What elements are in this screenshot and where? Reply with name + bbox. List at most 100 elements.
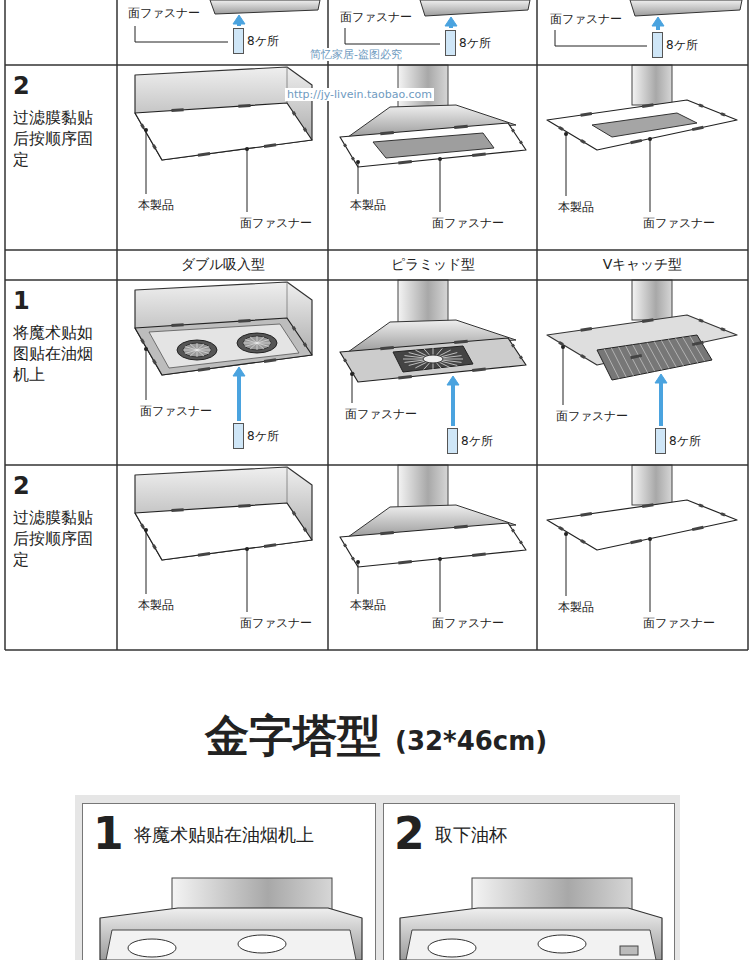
hood-stub <box>420 0 530 16</box>
velcro-tab <box>512 344 513 346</box>
part-label: 面ファスナー <box>556 409 628 423</box>
blue-arrow-head <box>447 376 459 385</box>
table-rule <box>5 649 748 651</box>
filter-film <box>135 103 312 160</box>
fan-blade <box>245 343 257 347</box>
velcro-tab <box>153 145 155 149</box>
hood-chimney <box>632 280 672 320</box>
velcro-strip <box>447 428 458 454</box>
part-label: 本製品 <box>558 600 594 614</box>
hood-edge <box>287 467 288 503</box>
table-rule <box>747 0 749 650</box>
step-instruction: 取下油杯 <box>435 824 507 846</box>
velcro-tab <box>699 320 703 322</box>
grille-line <box>654 341 669 368</box>
hood-plate <box>149 324 299 368</box>
fan-blade <box>190 344 197 350</box>
watermark: http://jy-livein.taobao.com <box>285 88 434 101</box>
velcro-tab <box>559 527 563 529</box>
hood-chimney <box>632 465 672 505</box>
leader-dot <box>564 532 568 536</box>
blue-arrow <box>237 375 241 421</box>
velcro-tab <box>264 545 276 547</box>
velcro-count-tag: 8ケ所 <box>655 428 701 454</box>
velcro-count-tag: 8ケ所 <box>447 428 493 454</box>
velcro-tab <box>692 127 703 129</box>
grille-line <box>618 347 633 376</box>
hood-underside <box>406 930 656 960</box>
count-text: 8ケ所 <box>459 36 491 50</box>
velcro-count-tag: 8ケ所 <box>233 423 279 449</box>
count-text: 8ケ所 <box>669 434 701 448</box>
leader-line <box>135 26 228 42</box>
hood-body <box>100 908 362 960</box>
velcro-tab <box>520 141 521 143</box>
velcro-tab <box>581 329 592 331</box>
part-label: 本製品 <box>350 198 386 212</box>
table-rule <box>5 279 748 281</box>
velcro-tab <box>512 129 513 131</box>
velcro-tab <box>380 133 393 134</box>
velcro-tab <box>581 140 585 142</box>
hood-chimney <box>398 280 448 325</box>
leader-dot <box>245 147 249 151</box>
leader-dot <box>144 347 148 351</box>
leader-line <box>146 130 147 194</box>
velcro-tab <box>581 114 592 116</box>
grille-line <box>626 346 641 375</box>
hood-plate <box>373 133 494 158</box>
blue-arrow <box>451 384 455 426</box>
velcro-tab <box>454 341 467 342</box>
step-number: 2 <box>13 472 30 501</box>
velcro-tab <box>520 356 521 358</box>
grille-line <box>633 345 648 373</box>
velcro-strip <box>655 428 666 454</box>
step-instruction: 过滤膜黏贴后按顺序固定 <box>13 508 97 570</box>
part-label: 面ファスナー <box>345 407 417 421</box>
filter-film <box>135 503 312 560</box>
grille-line <box>668 339 683 365</box>
velcro-tab <box>198 554 210 556</box>
velcro-tab <box>631 140 642 142</box>
leader-dot <box>245 547 249 551</box>
part-label: 面ファスナー <box>140 404 212 418</box>
velcro-tab <box>198 369 210 371</box>
hood-underside <box>135 318 312 375</box>
velcro-tab <box>141 124 143 128</box>
velcro-tab <box>380 533 393 534</box>
count-text: 8ケ所 <box>247 429 279 443</box>
leader-dot <box>648 137 652 141</box>
velcro-tab <box>264 145 276 147</box>
fan-blade <box>197 350 198 357</box>
leader-line <box>358 562 359 594</box>
part-label: 面ファスナー <box>240 216 312 230</box>
velcro-tab <box>512 529 513 531</box>
table-rule <box>536 0 538 650</box>
hood-stub <box>630 0 742 16</box>
fan-intake <box>538 935 586 953</box>
table-rule <box>5 249 748 251</box>
velcro-tab <box>380 348 393 349</box>
hood-body <box>135 282 312 375</box>
velcro-tab <box>153 545 155 549</box>
fan-blade <box>257 336 258 343</box>
velcro-tab <box>171 108 183 112</box>
leader-line <box>247 549 248 612</box>
velcro-tab <box>238 319 250 323</box>
grille-line <box>661 340 676 367</box>
part-label: 本製品 <box>138 198 174 212</box>
step-number: 1 <box>93 812 124 856</box>
part-label: 本製品 <box>350 598 386 612</box>
leader-dot <box>356 160 360 164</box>
blue-arrow-head <box>233 15 245 24</box>
leader-dot <box>648 537 652 541</box>
velcro-tab <box>721 514 725 516</box>
section-title: 金字塔型 <box>205 710 381 763</box>
oil-cup <box>620 946 638 955</box>
part-label: 面ファスナー <box>432 216 504 230</box>
leader-line <box>358 162 359 194</box>
watermark: 简忆家居-盗图必究 <box>308 48 404 61</box>
velcro-tab <box>398 162 411 163</box>
leader-dot <box>356 560 360 564</box>
grille-line <box>640 344 655 372</box>
